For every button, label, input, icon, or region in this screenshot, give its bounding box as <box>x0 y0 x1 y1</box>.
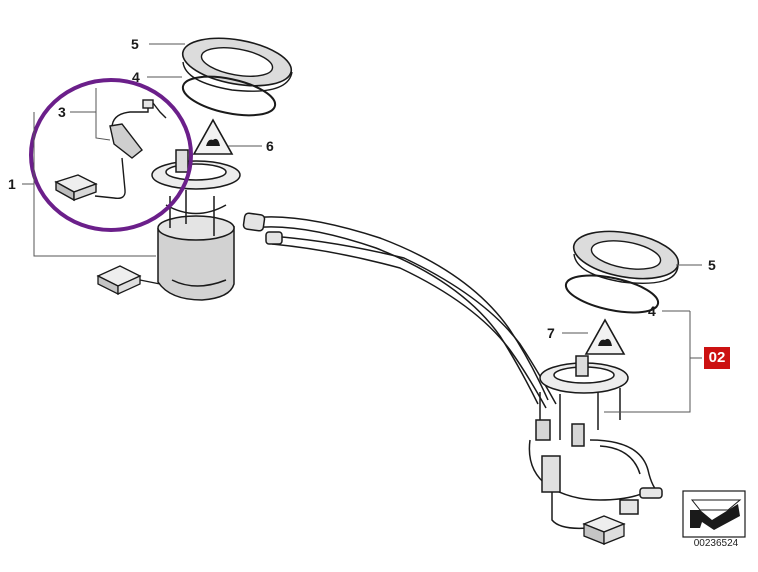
fuel-pump-module-right <box>528 355 663 530</box>
o-ring-left <box>181 75 277 117</box>
strainer-part-right <box>582 515 626 545</box>
leader-lines <box>22 43 702 413</box>
seal-ring-right <box>572 230 680 284</box>
callout-5-left: 5 <box>131 36 139 52</box>
fuel-hoses <box>242 212 557 409</box>
navigation-arrow-icon[interactable] <box>682 490 746 538</box>
warning-triangle-icon <box>192 118 234 155</box>
warning-triangle-icon <box>584 318 626 355</box>
callout-7: 7 <box>547 325 555 341</box>
reference-tag: 02 <box>704 347 730 369</box>
callout-1: 1 <box>8 176 16 192</box>
callout-6: 6 <box>266 138 274 154</box>
callout-4-right: 4 <box>648 303 656 319</box>
fuel-pump-module-left <box>151 149 241 301</box>
sensor-block-part <box>54 174 98 202</box>
o-ring-right <box>564 274 660 314</box>
callout-3: 3 <box>58 104 66 120</box>
seal-ring-left <box>181 37 293 92</box>
level-sensor-part <box>94 99 167 200</box>
callout-5-right: 5 <box>708 257 716 273</box>
diagram-number: 00236524 <box>693 538 739 549</box>
callout-4-left: 4 <box>132 69 140 85</box>
highlight-circle <box>29 78 193 232</box>
strainer-part-left <box>96 265 161 296</box>
